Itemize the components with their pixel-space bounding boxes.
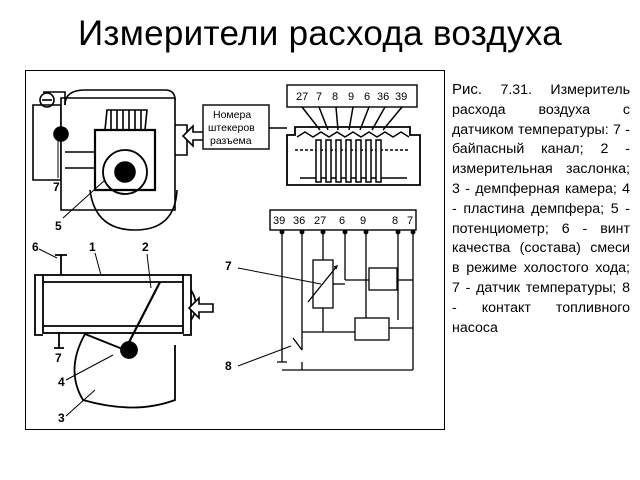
leader-2 xyxy=(146,253,152,289)
bottom-pin-label: 36 xyxy=(293,215,305,227)
inflow-arrow-bottom xyxy=(187,296,214,320)
callout-7-bottom: 7 xyxy=(55,351,62,365)
leader-1 xyxy=(94,252,102,276)
leader-8 xyxy=(237,345,292,367)
schematic-wiring xyxy=(277,229,416,371)
bottom-pin-labels: 39 36 27 6 9 8 7 xyxy=(273,215,413,227)
leader-5 xyxy=(62,179,106,219)
sensor-top-view xyxy=(32,89,188,231)
bottom-pin-label: 6 xyxy=(339,215,345,227)
connector-pins xyxy=(301,106,403,183)
leader-4 xyxy=(65,354,114,381)
page-title: Измерители расхода воздуха xyxy=(77,14,563,53)
caption-lead: Рис. xyxy=(452,81,483,98)
schematic-pin-row xyxy=(269,209,417,231)
top-pin-label: 36 xyxy=(377,91,389,103)
top-pin-label: 6 xyxy=(364,91,370,103)
technical-figure: 7 5 6 1 2 7 4 3 xyxy=(25,70,445,430)
connector-label-line3: разъема xyxy=(210,135,252,147)
bottom-pin-label: 7 xyxy=(407,215,413,227)
connector-label-line2: штекеров xyxy=(208,122,255,134)
callout-1: 1 xyxy=(89,240,96,254)
top-pin-label: 7 xyxy=(316,91,322,103)
callout-6: 6 xyxy=(32,240,39,254)
top-pin-labels: 27 7 8 9 6 36 39 xyxy=(296,91,407,103)
top-pin-label: 27 xyxy=(296,91,308,103)
figure-border xyxy=(25,70,445,430)
connector-label-line1: Номера xyxy=(213,109,251,121)
bottom-pin-label: 8 xyxy=(392,215,398,227)
sensor-section-view xyxy=(34,254,197,409)
callout-7-schematic: 7 xyxy=(225,259,232,273)
figure-caption: Рис. 7.31. Измеритель расхода воздуха с … xyxy=(452,80,630,338)
callout-3: 3 xyxy=(58,411,65,425)
callout-5: 5 xyxy=(55,219,62,233)
bottom-pin-label: 27 xyxy=(314,215,326,227)
callout-7-top: 7 xyxy=(53,180,60,194)
callout-2: 2 xyxy=(142,240,149,254)
callout-4: 4 xyxy=(58,375,65,389)
callout-8: 8 xyxy=(225,359,232,373)
leader-3 xyxy=(65,389,96,417)
top-pin-label: 9 xyxy=(348,91,354,103)
leader-7-schematic xyxy=(237,267,322,285)
leader-6 xyxy=(38,248,58,259)
connector-label-box xyxy=(202,104,287,150)
figure-drawing: 7 5 6 1 2 7 4 3 xyxy=(25,70,445,430)
top-pin-label: 8 xyxy=(332,91,338,103)
top-pin-label: 39 xyxy=(395,91,407,103)
bottom-pin-label: 39 xyxy=(273,215,285,227)
bottom-pin-label: 9 xyxy=(360,215,366,227)
caption-body: 7.31. Измеритель расхода воздуха с датчи… xyxy=(452,82,630,336)
